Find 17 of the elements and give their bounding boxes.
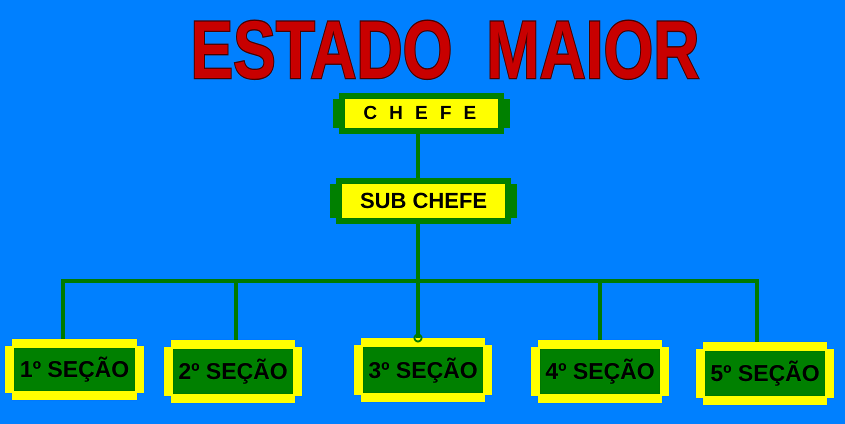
diagram-title: ESTADO MAIOR <box>189 9 701 91</box>
section-box <box>531 340 669 403</box>
connector-line <box>416 224 759 342</box>
section-label: 1º SEÇÃO <box>14 348 135 391</box>
section-label: 4º SEÇÃO <box>540 349 660 394</box>
section-box <box>5 339 144 400</box>
section-label: 2º SEÇÃO <box>173 349 293 394</box>
section-label: 3º SEÇÃO <box>363 347 483 393</box>
connector-line <box>416 134 420 178</box>
section-box <box>164 340 302 403</box>
chief-label: C H E F E <box>345 99 498 128</box>
section-label: 5º SEÇÃO <box>705 351 825 396</box>
deputy-chief-box <box>330 178 517 224</box>
section-box <box>354 338 492 402</box>
section-box <box>696 342 834 405</box>
chief-box <box>333 93 510 134</box>
deputy-chief-label: SUB CHEFE <box>342 184 505 218</box>
